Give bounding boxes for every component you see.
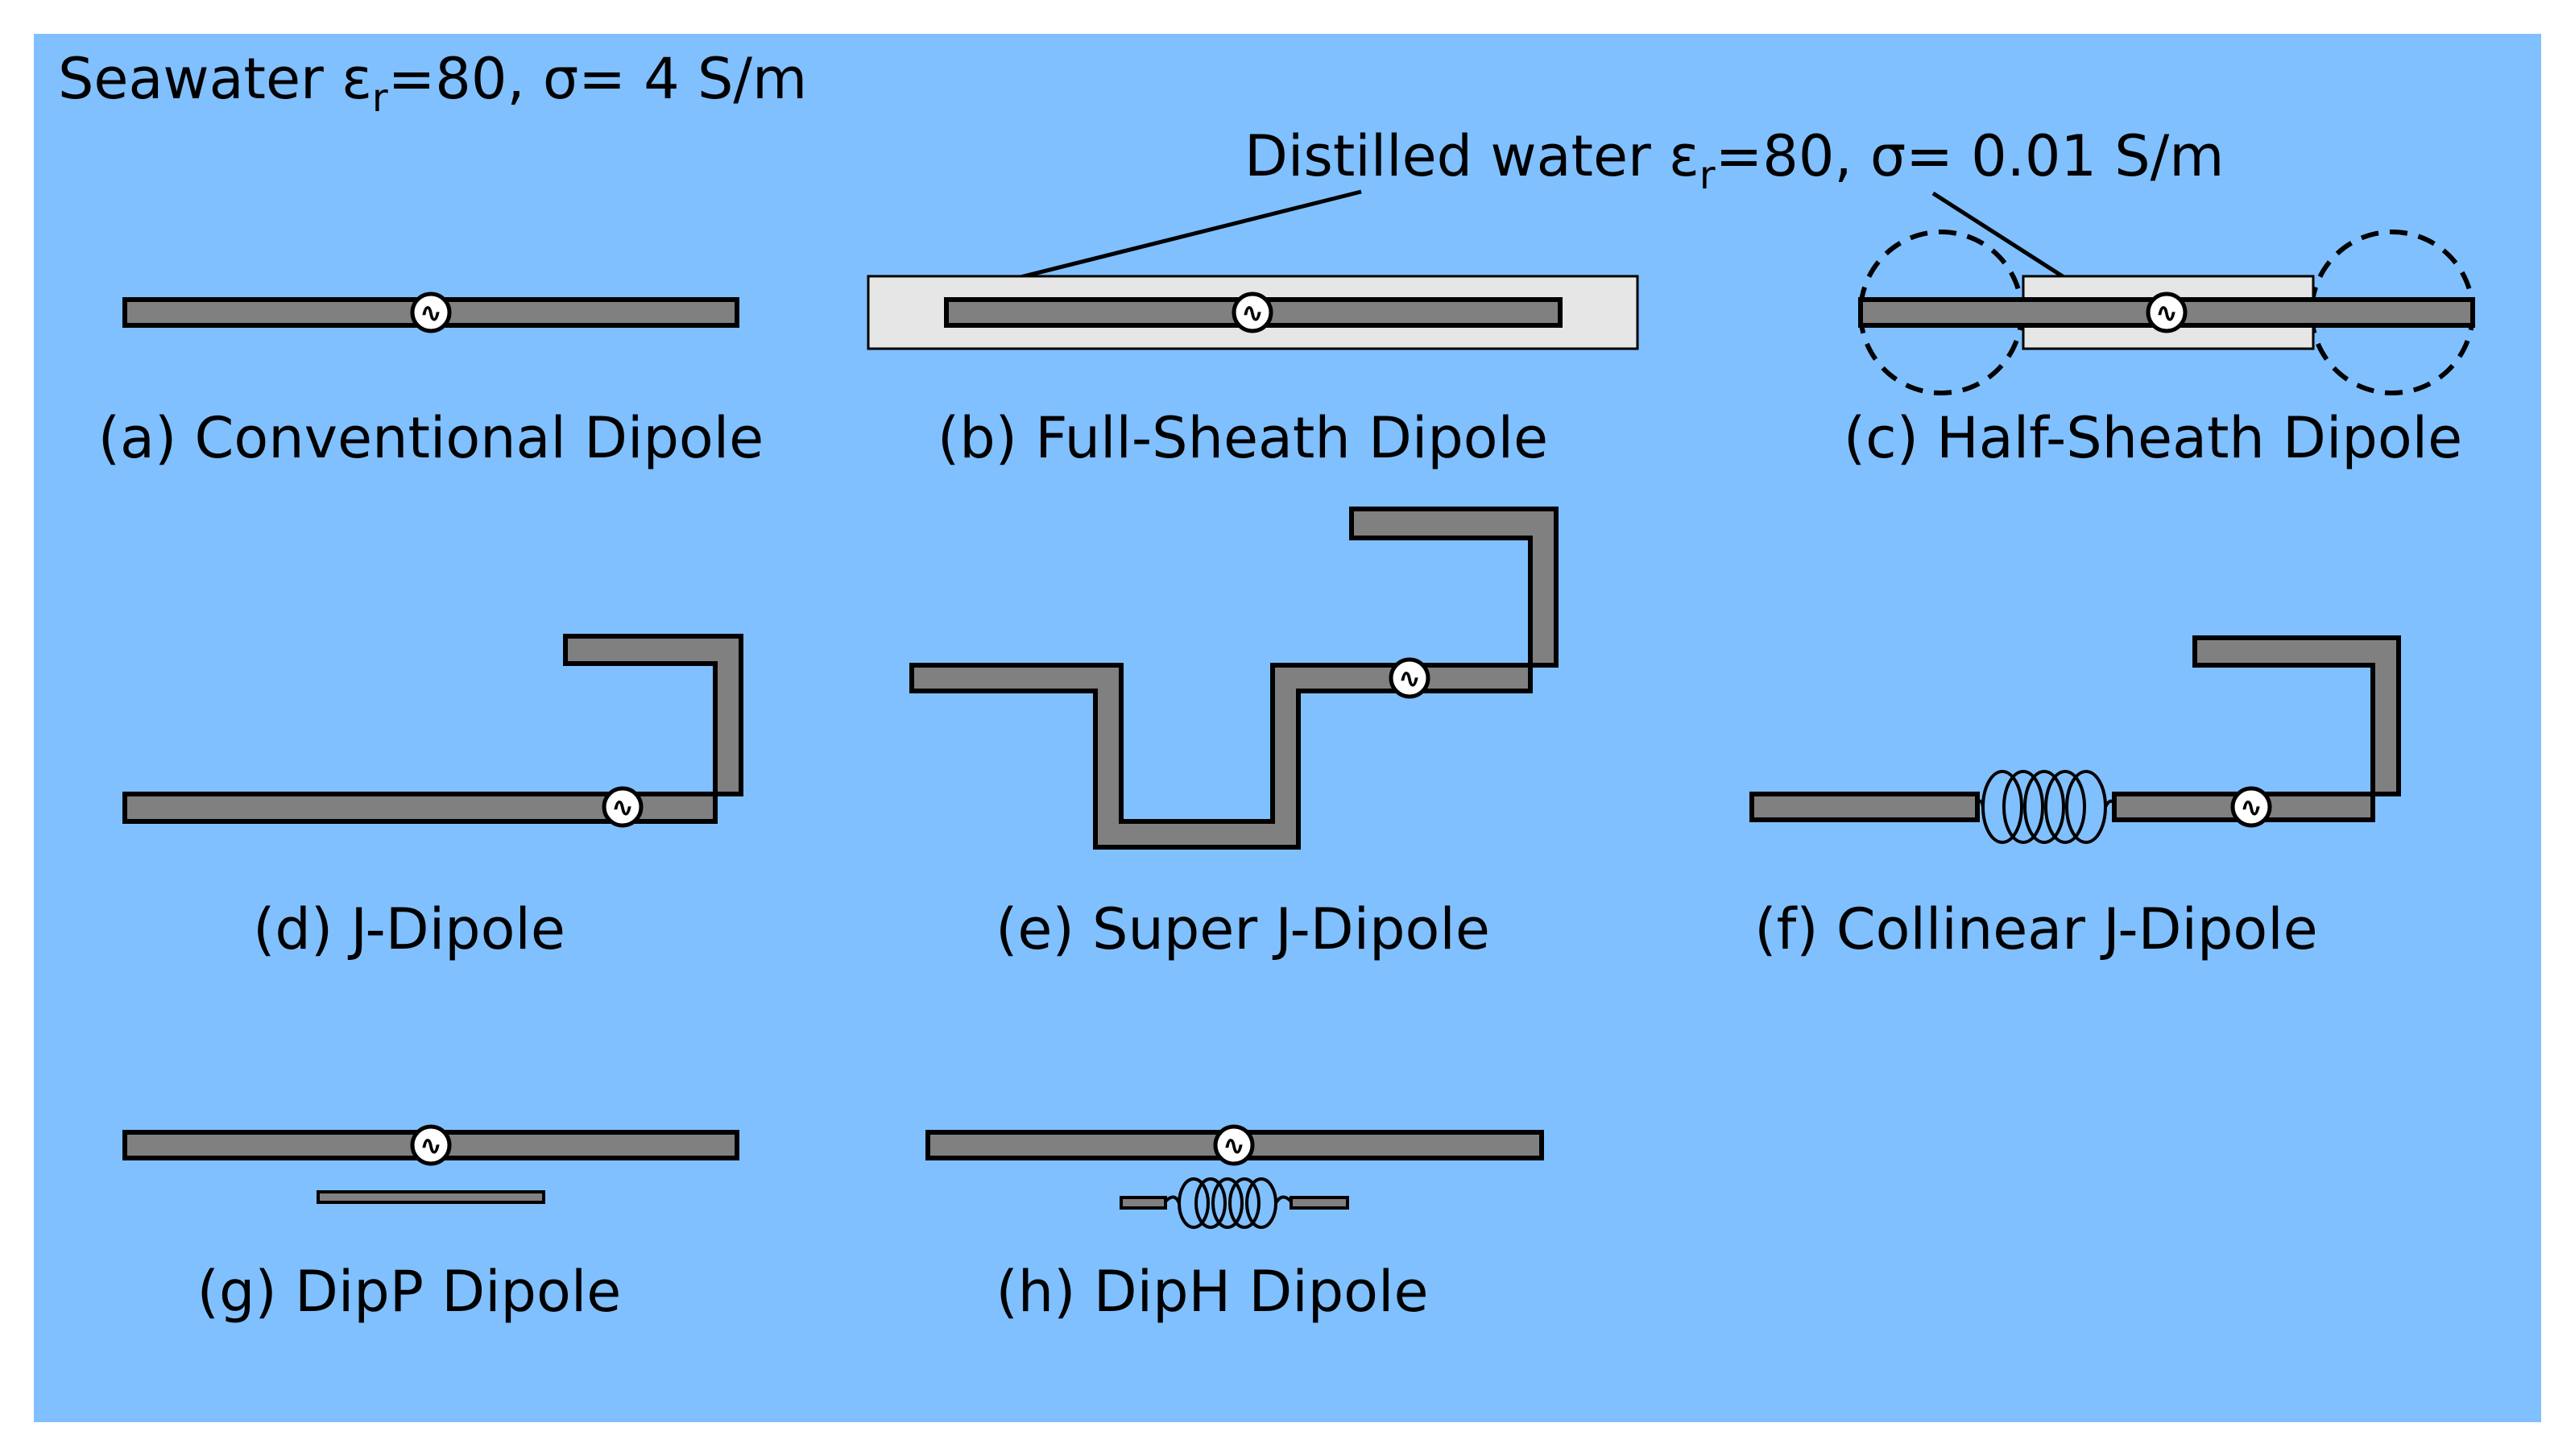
seawater-label-subscript: r: [372, 76, 388, 121]
seawater-label: Seawater εr=80, σ= 4 S/m: [58, 46, 807, 121]
feed-source-icon: [2146, 292, 2188, 333]
source-glyph: ∿: [611, 792, 635, 824]
antenna-super-j-dipole: ∿: [909, 507, 1559, 850]
antenna-j-dipole: ∿: [122, 634, 743, 828]
caption-collinear-j-dipole: (f) Collinear J-Dipole: [1754, 896, 2317, 962]
feed-source-icon: [410, 1124, 452, 1166]
distilled-label-prefix: Distilled water ε: [1244, 123, 1699, 189]
antenna-conventional-dipole: ∿: [122, 292, 739, 333]
seawater-label-suffix: =80, σ= 4 S/m: [388, 46, 808, 112]
parasitic-element-left: [1120, 1196, 1167, 1210]
feed-source-icon: [1213, 1124, 1255, 1166]
coil-icon: [1976, 770, 2116, 844]
distilled-water-label: Distilled water εr=80, σ= 0.01 S/m: [1244, 123, 2224, 198]
source-glyph: ∿: [420, 1130, 443, 1162]
parasitic-element: [317, 1190, 545, 1204]
feed-source-icon: [1232, 292, 1273, 333]
source-glyph: ∿: [1398, 663, 1422, 695]
antenna-dipp-dipole: ∿: [122, 1124, 739, 1204]
distilled-label-subscript: r: [1699, 153, 1716, 198]
feed-source-icon: [602, 786, 644, 828]
antenna-diph-dipole: ∿: [925, 1124, 1544, 1229]
feed-source-icon: [410, 292, 452, 333]
source-glyph: ∿: [2155, 297, 2179, 329]
antenna-full-sheath-dipole: ∿: [867, 275, 1639, 350]
antenna-collinear-j-dipole: ∿: [1749, 635, 2401, 844]
caption-super-j-dipole: (e) Super J-Dipole: [996, 896, 1490, 962]
source-glyph: ∿: [420, 297, 443, 329]
antenna-half-sheath-dipole: ∿: [1858, 230, 2475, 395]
feed-source-icon: [1389, 657, 1430, 699]
j-conductor: [2112, 635, 2401, 822]
caption-j-dipole: (d) J-Dipole: [253, 896, 565, 962]
j-conductor: [122, 634, 743, 824]
caption-full-sheath-dipole: (b) Full-Sheath Dipole: [938, 405, 1548, 471]
dipole-arm-left: [1749, 792, 1980, 822]
feed-source-icon: [2230, 786, 2272, 828]
caption-half-sheath-dipole: (c) Half-Sheath Dipole: [1844, 405, 2462, 471]
source-glyph: ∿: [1241, 297, 1265, 329]
caption-conventional-dipole: (a) Conventional Dipole: [98, 405, 764, 471]
source-glyph: ∿: [1223, 1130, 1246, 1162]
source-glyph: ∿: [2240, 792, 2263, 824]
caption-dipp-dipole: (g) DipP Dipole: [197, 1259, 622, 1325]
seawater-label-prefix: Seawater ε: [58, 46, 372, 112]
caption-diph-dipole: (h) DipH Dipole: [996, 1259, 1428, 1325]
distilled-label-suffix: =80, σ= 0.01 S/m: [1716, 123, 2225, 189]
parasitic-element-right: [1290, 1196, 1349, 1210]
coil-icon: [1164, 1177, 1293, 1229]
